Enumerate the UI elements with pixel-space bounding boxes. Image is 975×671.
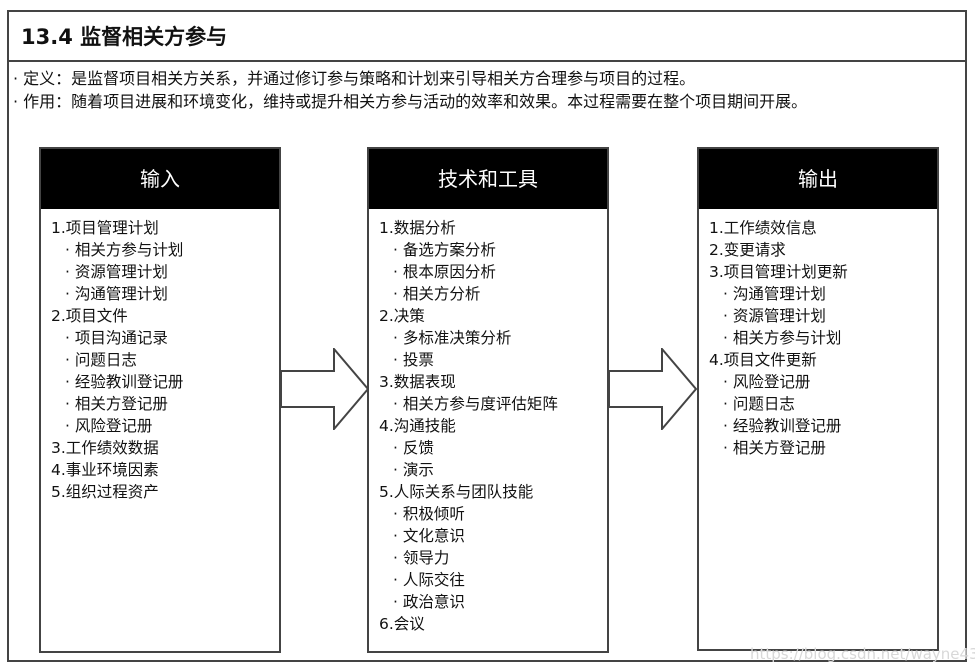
list-item: · 根本原因分析 [393,263,496,281]
list-item: · 问题日志 [65,351,137,369]
list-item: 2.决策 [379,307,425,325]
column-header: 输入 [41,149,279,209]
list-item: · 反馈 [393,439,434,457]
list-item: · 沟通管理计划 [723,285,826,303]
list-item: · 经验教训登记册 [723,417,842,435]
list-item: · 经验教训登记册 [65,373,184,391]
list-item: · 沟通管理计划 [65,285,168,303]
list-item: · 风险登记册 [65,417,153,435]
list-item: · 相关方分析 [393,285,481,303]
list-item: · 文化意识 [393,527,465,545]
column-header: 技术和工具 [369,149,607,209]
list-item: 6.会议 [379,615,425,633]
arrow-right-icon [608,348,698,430]
list-item: · 相关方参与计划 [65,241,184,259]
list-item: · 领导力 [393,549,450,567]
list-item: 4.沟通技能 [379,417,456,435]
list-item: 2.变更请求 [709,241,786,259]
list-item: 2.项目文件 [51,307,128,325]
list-item: 3.项目管理计划更新 [709,263,848,281]
tools-box: 技术和工具 1.数据分析 · 备选方案分析 · 根本原因分析 · 相关方分析 2.决策 ·… [367,147,609,653]
process-frame: 13.4 监督相关方参与 · 定义：是监督项目相关方关系，并通过修订参与策略和计… [7,10,967,662]
list-item: 3.工作绩效数据 [51,439,159,457]
list-item: · 问题日志 [723,395,795,413]
description: · 定义：是监督项目相关方关系，并通过修订参与策略和计划来引导相关方合理参与项目… [13,67,958,113]
column-header: 输出 [699,149,937,209]
list-item: · 多标准决策分析 [393,329,512,347]
list-item: 5.组织过程资产 [51,483,159,501]
list-item: · 相关方参与计划 [723,329,842,347]
list-item: 1.工作绩效信息 [709,219,817,237]
list-item: · 政治意识 [393,593,465,611]
list-item: 4.事业环境因素 [51,461,159,479]
arrow-right-icon [280,348,370,430]
purpose-text: · 作用：随着项目进展和环境变化，维持或提升相关方参与活动的效率和效果。本过程需… [13,92,808,111]
list-item: · 演示 [393,461,434,479]
list-item: 5.人际关系与团队技能 [379,483,534,501]
list-item: · 项目沟通记录 [65,329,168,347]
list-item: · 人际交往 [393,571,465,589]
outputs-box: 输出 1.工作绩效信息 2.变更请求 3.项目管理计划更新 · 沟通管理计划 · 资源管… [697,147,939,651]
list-item: · 相关方登记册 [723,439,826,457]
list-item: · 资源管理计划 [65,263,168,281]
page-title: 13.4 监督相关方参与 [9,12,965,62]
list-item: 1.数据分析 [379,219,456,237]
list-item: · 相关方参与度评估矩阵 [393,395,558,413]
list-item: 1.项目管理计划 [51,219,159,237]
list-item: 4.项目文件更新 [709,351,817,369]
list-item: · 备选方案分析 [393,241,496,259]
list-item: · 积极倾听 [393,505,465,523]
list-item: · 风险登记册 [723,373,811,391]
definition-text: · 定义：是监督项目相关方关系，并通过修订参与策略和计划来引导相关方合理参与项目… [13,69,696,88]
watermark: https://blog.csdn.net/wayne436 [750,645,975,663]
list-item: · 资源管理计划 [723,307,826,325]
list-item: 3.数据表现 [379,373,456,391]
inputs-box: 输入 1.项目管理计划 · 相关方参与计划 · 资源管理计划 · 沟通管理计划 2.项目… [39,147,281,653]
list-item: · 相关方登记册 [65,395,168,413]
list-item: · 投票 [393,351,434,369]
